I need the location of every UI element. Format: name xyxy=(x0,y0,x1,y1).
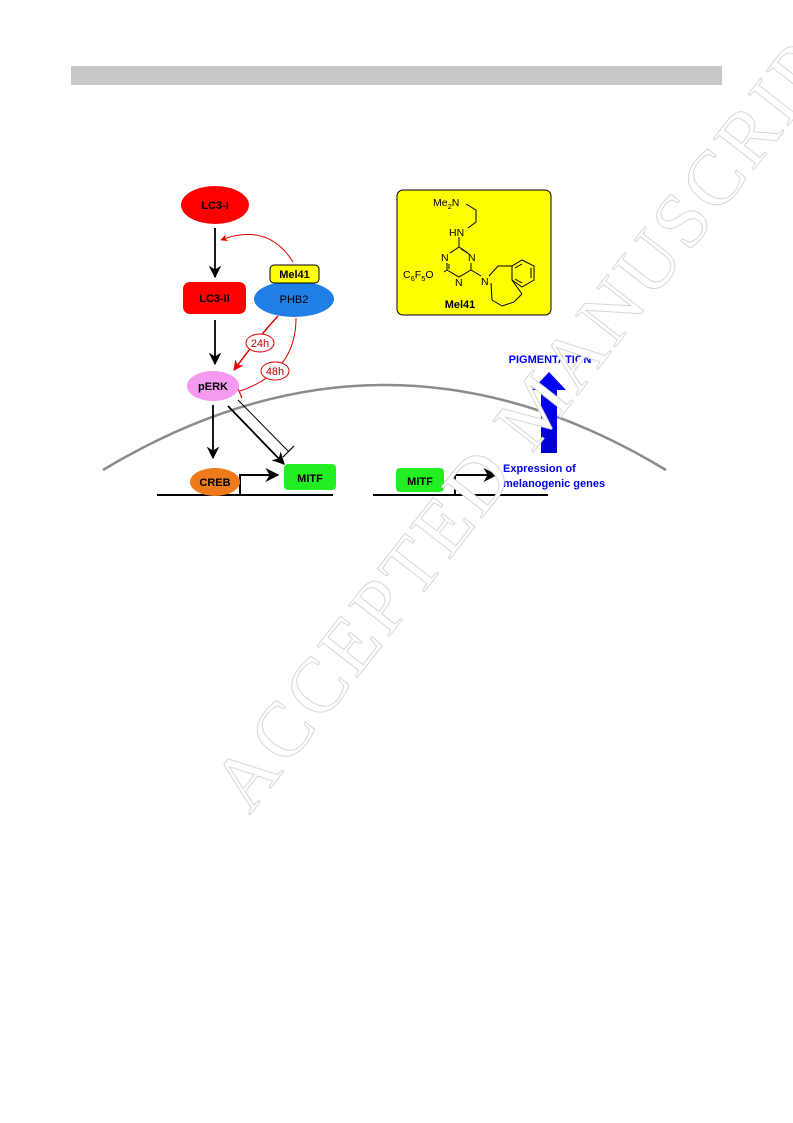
time-48h-badge xyxy=(260,361,290,381)
mel41-tag-label: Mel41 xyxy=(279,269,310,281)
expression-line-1: Expression of xyxy=(503,463,576,475)
arrow-perk-to-mitf xyxy=(227,405,285,465)
time-24h-label: 24h xyxy=(251,338,269,350)
triazine-n-bottom: N xyxy=(455,277,463,289)
mitf-right-label: MITF xyxy=(407,476,433,488)
nucleus-membrane xyxy=(102,383,667,472)
mitf-left-label: MITF xyxy=(297,473,323,485)
phb2-label: PHB2 xyxy=(280,294,309,306)
inhibit-phb2-to-perk-48h xyxy=(239,317,297,392)
creb-node xyxy=(190,468,240,496)
time-24h-badge xyxy=(245,333,275,353)
triazine-n-right: N xyxy=(468,252,476,264)
time-48h-label: 48h xyxy=(266,366,284,378)
mel41-compound-label: Mel41 xyxy=(445,299,476,311)
mitf-left-node xyxy=(284,464,336,490)
lc3-ii-label: LC3-II xyxy=(199,293,230,305)
promoter-arrow-right xyxy=(454,468,498,495)
pigmentation-label: PIGMENTATION xyxy=(509,354,592,366)
header-bar xyxy=(71,66,722,85)
mel41-tag xyxy=(269,264,320,284)
pigmentation-arrow xyxy=(532,372,566,453)
perk-label: pERK xyxy=(198,381,228,393)
perk-node xyxy=(187,371,239,401)
c6f5o-text: C6F5O xyxy=(403,269,434,283)
inhibit-perk-to-mitf xyxy=(237,399,290,453)
mel41-structure-bonds xyxy=(443,203,535,307)
lc3-i-node xyxy=(181,186,249,224)
arrow-phb2-to-lc3 xyxy=(220,233,294,263)
triazine-n-top: N xyxy=(441,252,449,264)
promoter-arrow-left xyxy=(239,468,280,495)
lc3-ii-node xyxy=(183,282,246,314)
me2n-text: Me2N xyxy=(433,197,459,211)
inhibit-bar-mitf xyxy=(282,445,295,458)
creb-label: CREB xyxy=(199,477,230,489)
phb2-node xyxy=(254,281,334,317)
mitf-right-node xyxy=(396,468,444,492)
lc3-i-label: LC3-I xyxy=(201,200,229,212)
hn-text: HN xyxy=(449,227,464,239)
expression-line-2: melanogenic genes xyxy=(503,478,605,490)
mel41-structure-box xyxy=(396,189,552,316)
azepine-n: N xyxy=(481,276,489,288)
